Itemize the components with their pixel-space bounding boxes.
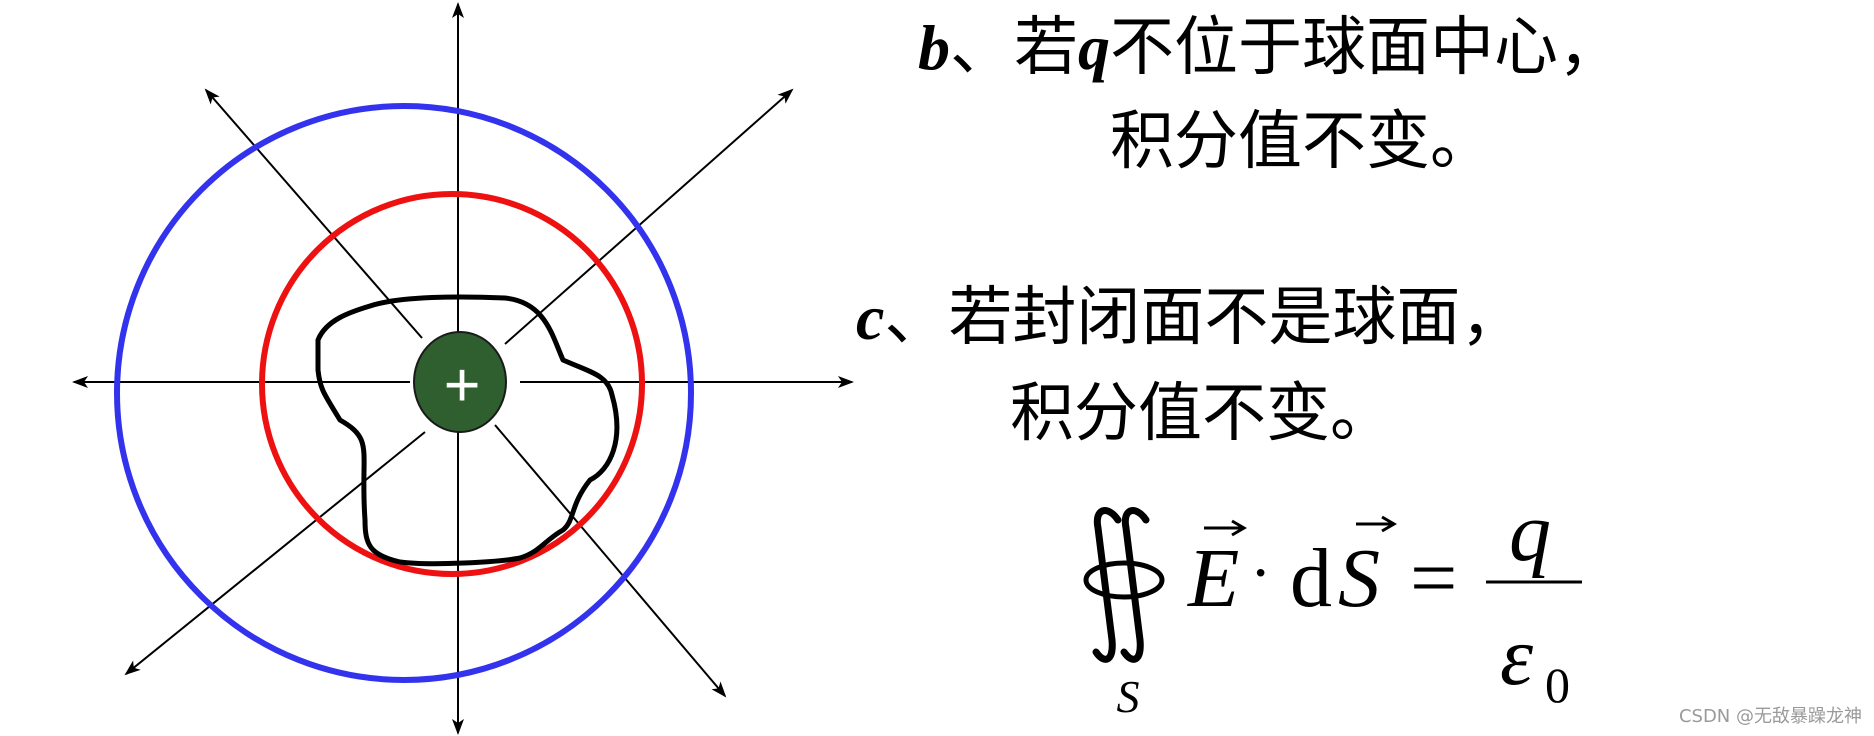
outer-sphere bbox=[114, 103, 694, 683]
surface-integral-sign bbox=[1083, 507, 1165, 663]
statement-c-line2: 积分值不变。 bbox=[1010, 377, 1394, 451]
statement-b-text-1: 、若 bbox=[950, 11, 1078, 85]
field-lines bbox=[72, 2, 854, 735]
statement-b-line2: 积分值不变。 bbox=[1110, 105, 1494, 179]
watermark: CSDN @无敌暴躁龙神 bbox=[1678, 706, 1862, 727]
differential-d: d bbox=[1290, 532, 1332, 625]
statement-b-text-2: 不位于球面中心， bbox=[1110, 11, 1622, 85]
surface-label: S bbox=[1117, 671, 1140, 722]
point-charge bbox=[413, 331, 507, 433]
dot-operator: · bbox=[1250, 537, 1271, 608]
vector-arrow-S bbox=[1356, 515, 1397, 533]
field-line-lower-right bbox=[494, 424, 727, 698]
vector-arrow-E bbox=[1204, 519, 1247, 537]
equals-sign: = bbox=[1410, 532, 1457, 625]
charge-sign: + bbox=[443, 349, 481, 422]
gauss-formula: S E · d S = q ε 0 bbox=[1083, 486, 1582, 722]
statement-b-line1: b、若q不位于球面中心， bbox=[918, 16, 1622, 81]
vector-S: S bbox=[1338, 532, 1380, 625]
field-line-upper-left bbox=[204, 88, 423, 339]
statement-b-q: q bbox=[1078, 12, 1110, 83]
fraction-denominator: ε bbox=[1500, 610, 1534, 703]
statement-b-label: b bbox=[918, 12, 950, 83]
field-line-upper-right bbox=[504, 88, 794, 345]
statement-c-text-1: 、若封闭面不是球面， bbox=[884, 281, 1525, 355]
vector-E: E bbox=[1187, 532, 1239, 625]
statement-c-label: c bbox=[856, 282, 885, 353]
inner-sphere bbox=[259, 191, 645, 577]
fraction-numerator: q bbox=[1509, 486, 1551, 579]
fraction-subscript: 0 bbox=[1545, 657, 1570, 713]
irregular-closed-surface bbox=[315, 294, 620, 567]
statement-c-line1: c、若封闭面不是球面， bbox=[856, 286, 1524, 351]
field-line-lower-left bbox=[124, 431, 426, 676]
